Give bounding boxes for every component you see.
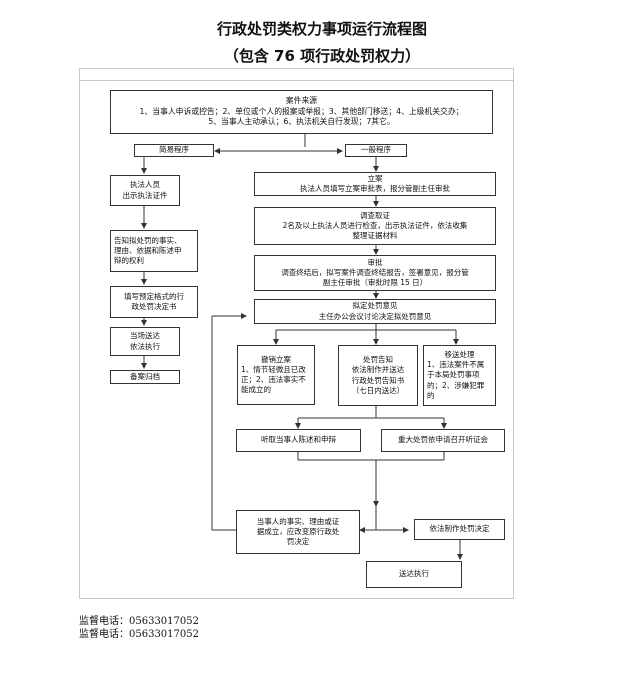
general-revoke-case: 撤销立案 1、情节轻微且已改 正；2、违法事实不 能成立的 [237, 345, 315, 405]
general-step-approve: 审批 调查终结后，拟写案件调查终结报告，签署意见，报分管 副主任审批（审批时限 … [254, 255, 496, 291]
general-step-proposed-penalty: 拟定处罚意见 主任办公会议讨论决定拟处罚意见 [254, 299, 496, 324]
case-source-box: 案件来源 1、当事人申诉或控告；2、单位或个人的报案或举报；3、其他部门移送；4… [110, 90, 493, 134]
case-source-line2: 5、当事人主动承认；6、执法机关自行发现；7其它。 [208, 117, 395, 127]
chart-subtitle: （包含 76 项行政处罚权力） [223, 47, 421, 65]
case-source-title: 案件来源 [285, 96, 318, 106]
supervision-phone-2: 监督电话：05633017052 [79, 629, 199, 640]
frame-header-band [79, 68, 514, 81]
simple-step-inform: 告知拟处罚的事实、 理由、依据和陈述申 辩的权利 [110, 230, 198, 272]
general-hear-statement: 听取当事人陈述和申辩 [236, 429, 361, 452]
general-make-decision: 依法制作处罚决定 [414, 519, 505, 540]
simple-step-officer: 执法人员 出示执法证件 [110, 175, 180, 206]
general-facts-established: 当事人的事实、理由或证 据成立，应改变原行政处 罚决定 [236, 510, 360, 554]
simple-procedure-label: 简易程序 [134, 144, 214, 157]
case-source-line1: 1、当事人申诉或控告；2、单位或个人的报案或举报；3、其他部门移送；4、上级机关… [139, 106, 464, 116]
simple-step-deliver: 当场送达 依法执行 [110, 327, 180, 356]
general-transfer: 移送处理 1、违法案件不属 于本局处罚事项 的；2、涉嫌犯罪 的 [423, 345, 496, 406]
outer-frame [79, 68, 514, 599]
simple-step-fill-form: 填写预定格式的行 政处罚决定书 [110, 286, 198, 318]
general-procedure-label: 一般程序 [345, 144, 407, 157]
simple-step-archive: 备案归档 [110, 370, 180, 384]
chart-title: 行政处罚类权力事项运行流程图 [216, 20, 427, 38]
general-step-investigate: 调查取证 2名及以上执法人员进行检查，出示执法证件，依法收集 整理证据材料 [254, 207, 496, 245]
general-step-register: 立案 执法人员填写立案审批表，报分管副主任审批 [254, 172, 496, 196]
general-deliver-execute: 送达执行 [366, 561, 462, 588]
general-penalty-notice: 处罚告知 依法制作并送达 行政处罚告知书 （七日内送达） [338, 345, 418, 406]
supervision-phone-1: 监督电话：05633017052 [79, 616, 199, 627]
general-hearing-meeting: 重大处罚依申请召开听证会 [381, 429, 505, 452]
